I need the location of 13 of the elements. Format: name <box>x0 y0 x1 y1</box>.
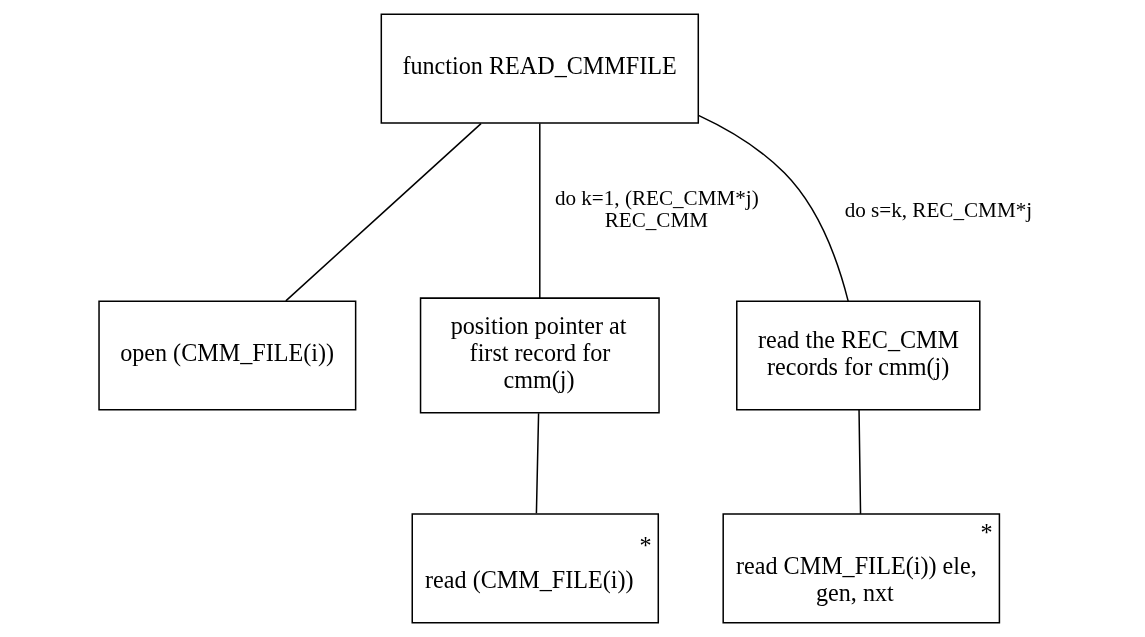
connector <box>697 114 849 302</box>
connector <box>284 122 482 302</box>
connector <box>535 412 539 515</box>
edge-label: do s=k, REC_CMM*j <box>844 197 1032 222</box>
node-box: function READ_CMMFILE <box>380 13 699 124</box>
node-box: open (CMM_FILE(i)) <box>97 300 356 411</box>
node-box: * read CMM_FILE(i)) ele, gen, nxt <box>721 513 1000 624</box>
connector <box>538 122 541 299</box>
node-box: position pointer at first record for cmm(j) <box>419 297 660 414</box>
connector <box>857 409 861 515</box>
edge-label: do k=1, (REC_CMM*j) REC_CMM <box>554 185 759 233</box>
node-box: * read (CMM_FILE(i)) <box>411 513 659 624</box>
node-box: read the REC_CMM records for cmm(j) <box>735 300 981 411</box>
